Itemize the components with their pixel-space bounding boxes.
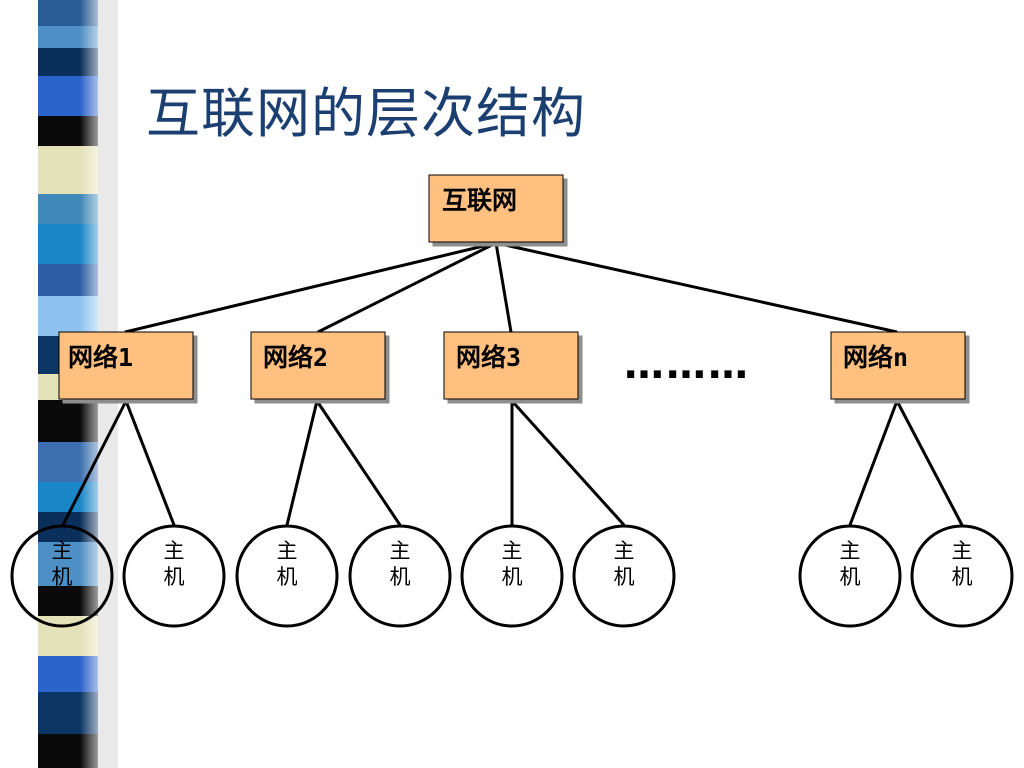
host-label-line-1: 主 — [52, 539, 73, 563]
root-node-label: 互联网 — [442, 186, 517, 215]
internet-root-node: 互联网 — [428, 174, 564, 243]
host-node-2: 主 机 — [122, 524, 226, 628]
host-label-line-2: 机 — [277, 565, 298, 589]
connector-network-3-host-6 — [510, 399, 626, 527]
network-node-label: 网络2 — [263, 343, 328, 372]
host-node-7: 主 机 — [798, 524, 902, 628]
connector-network-2-host-3 — [285, 400, 319, 526]
host-node-8: 主 机 — [910, 524, 1014, 628]
connector-network-1-host-2 — [124, 400, 176, 526]
connector-root-network-n — [495, 241, 898, 334]
connector-network-n-host-7 — [848, 400, 899, 526]
host-node-4: 主 机 — [348, 524, 452, 628]
network-node-3: 网络3 — [443, 331, 579, 400]
host-label-line-2: 机 — [952, 565, 973, 589]
host-label-line-2: 机 — [390, 565, 411, 589]
host-node-3: 主 机 — [235, 524, 339, 628]
root-connectors — [124, 241, 898, 334]
connector-root-network-1 — [124, 241, 497, 334]
host-label-line-1: 主 — [164, 539, 185, 563]
host-node-1: 主 机 — [10, 524, 114, 628]
network-node-label: 网络1 — [68, 343, 133, 372]
host-label-line-1: 主 — [614, 539, 635, 563]
network-node-n: 网络n — [830, 331, 966, 400]
connector-network-2-host-4 — [315, 400, 402, 526]
connector-root-network-2 — [317, 241, 497, 334]
host-label-line-1: 主 — [502, 539, 523, 563]
connector-network-1-host-1 — [61, 400, 128, 526]
network-node-1: 网络1 — [58, 331, 194, 400]
network-ellipsis: ……… — [624, 342, 750, 388]
host-connectors — [61, 399, 964, 527]
host-label-line-1: 主 — [277, 539, 298, 563]
host-label-line-2: 机 — [502, 565, 523, 589]
connector-root-network-3 — [494, 242, 513, 333]
network-node-2: 网络2 — [250, 331, 386, 400]
host-label-line-2: 机 — [614, 565, 635, 589]
network-node-label: 网络3 — [456, 343, 521, 372]
host-label-line-1: 主 — [840, 539, 861, 563]
connector-network-n-host-8 — [895, 400, 964, 526]
host-label-line-1: 主 — [952, 539, 973, 563]
host-label-line-2: 机 — [840, 565, 861, 589]
network-node-label: 网络n — [843, 343, 908, 372]
host-label-line-1: 主 — [390, 539, 411, 563]
host-label-line-2: 机 — [164, 565, 185, 589]
host-node-5: 主 机 — [460, 524, 564, 628]
host-node-6: 主 机 — [572, 524, 676, 628]
page-title: 互联网的层次结构 — [146, 82, 586, 145]
host-label-line-2: 机 — [52, 565, 73, 589]
